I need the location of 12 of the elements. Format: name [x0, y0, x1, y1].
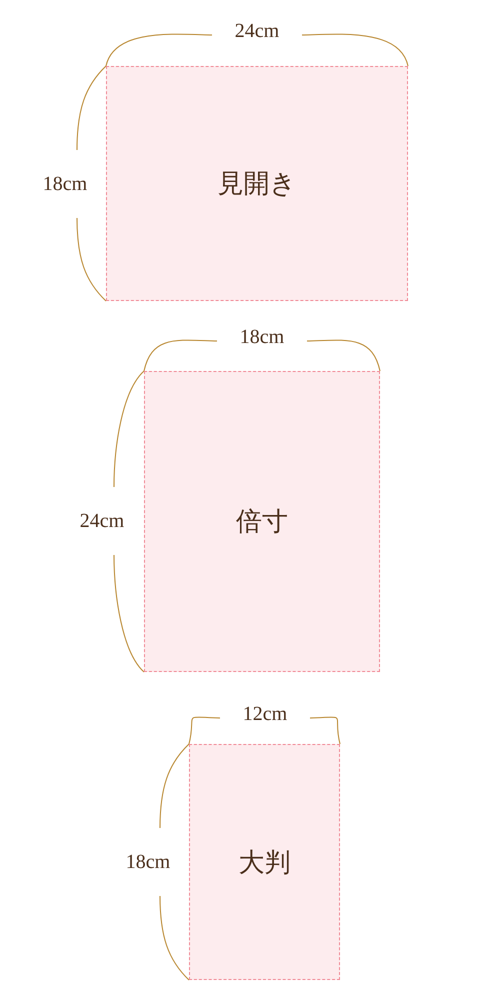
dimension-label: 24cm	[80, 511, 124, 531]
size-name: 見開き	[218, 168, 296, 200]
size-box	[144, 371, 380, 672]
size-name: 倍寸	[236, 506, 288, 538]
dimension-label: 18cm	[240, 327, 284, 347]
dimension-label: 12cm	[242, 704, 288, 724]
dimension-label: 18cm	[126, 852, 170, 872]
dimension-label: 24cm	[234, 21, 280, 41]
dimension-label: 18cm	[42, 174, 88, 194]
size-box	[189, 744, 340, 980]
size-box	[106, 66, 408, 301]
size-name: 大判	[238, 846, 290, 878]
